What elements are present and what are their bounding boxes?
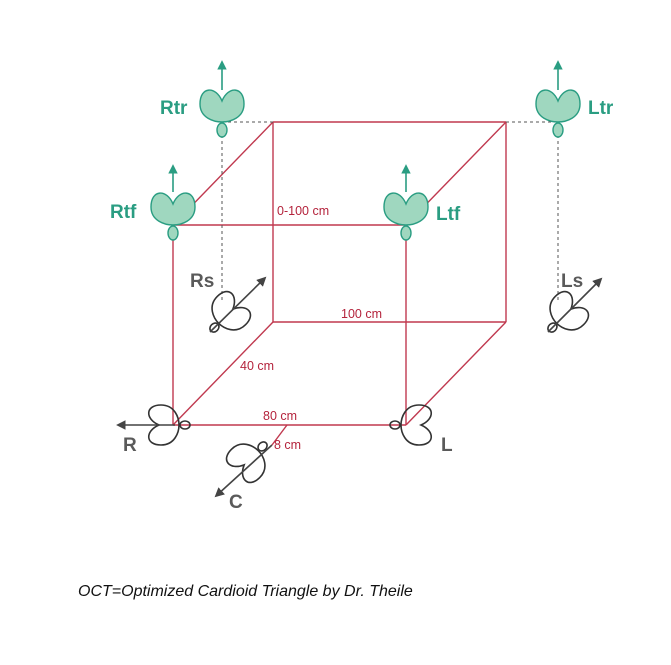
speaker-ltr [535, 60, 581, 138]
label-l: L [441, 435, 453, 456]
ltr-cardioid-icon [535, 89, 581, 138]
caption: OCT=Optimized Cardioid Triangle by Dr. T… [78, 583, 413, 600]
label-ltr: Ltr [588, 98, 614, 119]
rtr-cardioid-icon [199, 89, 245, 138]
speaker-ltf [383, 164, 429, 241]
label-r: R [123, 435, 137, 456]
c-arrow-icon [214, 444, 273, 498]
speaker-rs [195, 276, 267, 347]
label-rtf: Rtf [110, 202, 137, 223]
dim-height: 0-100 cm [277, 204, 329, 218]
speaker-rtf [150, 164, 196, 241]
dim-width-top: 100 cm [341, 307, 382, 321]
speaker-rtr [199, 60, 245, 138]
label-ls: Ls [561, 271, 583, 292]
rtf-cardioid-icon [150, 192, 196, 241]
ltf-cardioid-icon [383, 192, 429, 241]
label-ltf: Ltf [436, 204, 461, 225]
label-rs: Rs [190, 271, 214, 292]
depth-bottom-right [405, 321, 507, 426]
dim-front-width: 80 cm [263, 409, 297, 423]
speaker-r [116, 404, 191, 446]
dashed-guides [221, 121, 559, 300]
depth-bottom-left [172, 321, 274, 426]
dim-depth: 40 cm [240, 359, 274, 373]
rs-arrow-icon [209, 276, 267, 333]
speaker-c [214, 427, 282, 498]
center-offset-line [271, 424, 288, 446]
dim-center-offset: 8 cm [274, 438, 301, 452]
c-cardioid-icon [221, 427, 282, 488]
label-rtr: Rtr [160, 98, 188, 119]
cube-frame [172, 121, 507, 446]
label-c: C [229, 492, 243, 513]
speaker-ls [533, 277, 603, 347]
ls-arrow-icon [547, 277, 603, 333]
